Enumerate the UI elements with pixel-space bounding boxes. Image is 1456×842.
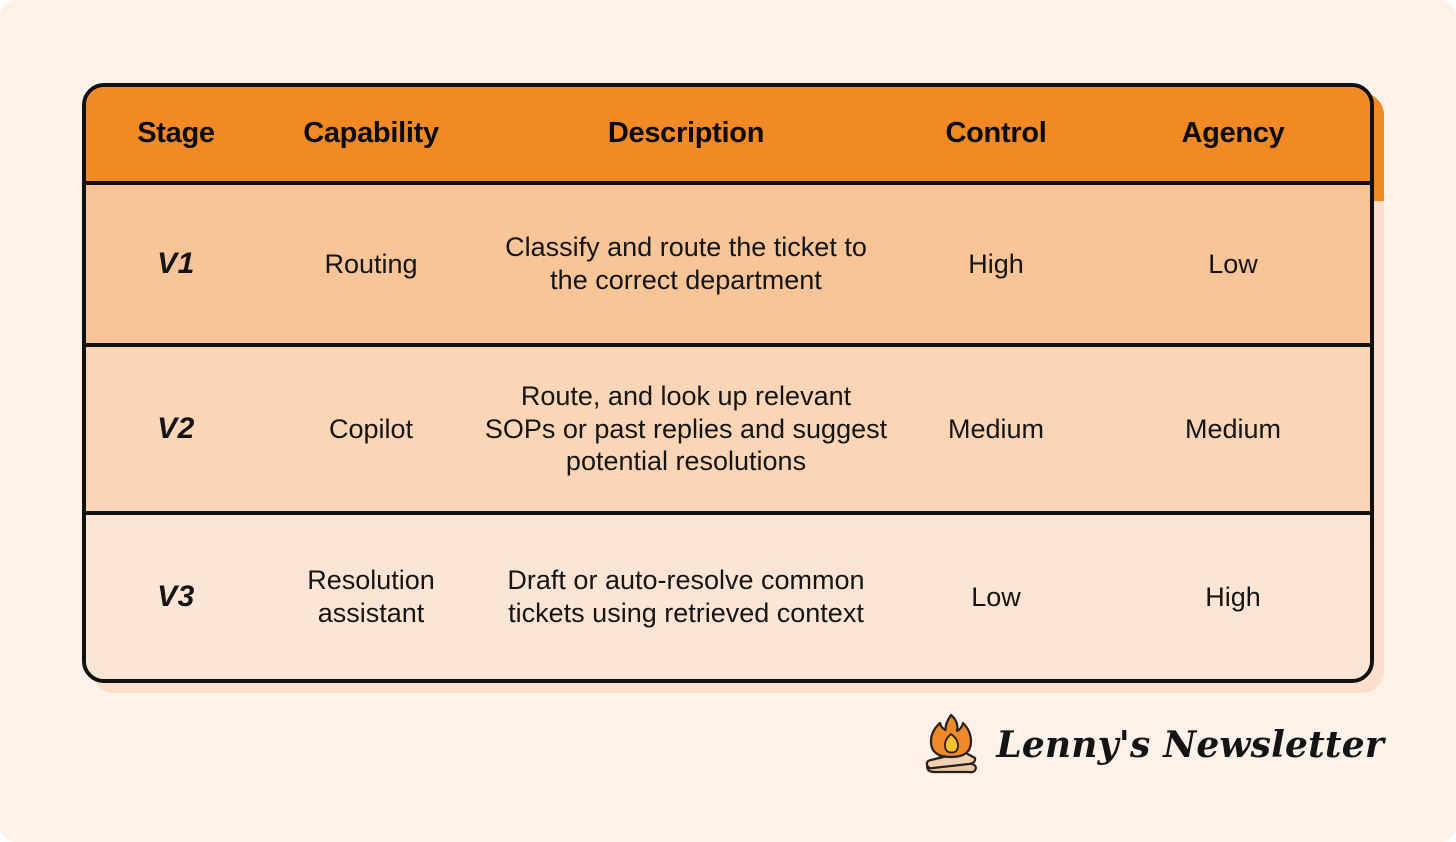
column-header-agency: Agency <box>1181 117 1285 150</box>
cell-control: Medium <box>947 413 1045 444</box>
column-header-control: Control <box>945 117 1047 150</box>
cell-agency: Medium <box>1184 413 1282 444</box>
comparison-table: Stage Capability Description Control Age… <box>82 83 1384 693</box>
campfire-icon <box>926 713 978 774</box>
cell-capability: Copilot <box>328 413 414 444</box>
column-header-description: Description <box>607 117 765 150</box>
table-row: V3 Resolution assistant Draft or auto-re… <box>86 515 1370 679</box>
cell-control: Low <box>971 581 1021 612</box>
cell-stage: V2 <box>157 411 195 445</box>
table-card: Stage Capability Description Control Age… <box>82 83 1374 683</box>
cell-control: High <box>968 248 1024 279</box>
cell-agency: High <box>1205 581 1261 612</box>
cell-description: Classify and route the ticket to the cor… <box>505 232 867 295</box>
brand-name: Lenny's Newsletter <box>996 724 1384 766</box>
cell-description: Draft or auto-resolve common tickets usi… <box>507 565 865 628</box>
brand-logo: Lenny's Newsletter <box>920 712 1384 778</box>
column-header-stage: Stage <box>137 117 215 150</box>
column-header-capability: Capability <box>303 117 439 150</box>
table-row: V1 Routing Classify and route the ticket… <box>86 185 1370 347</box>
cell-description: Route, and look up relevant SOPs or past… <box>484 380 888 477</box>
cell-agency: Low <box>1208 248 1258 279</box>
cell-stage: V3 <box>157 579 195 613</box>
cell-capability: Routing <box>324 248 418 279</box>
table-header-row: Stage Capability Description Control Age… <box>86 87 1370 185</box>
table-row: V2 Copilot Route, and look up relevant S… <box>86 347 1370 515</box>
cell-stage: V1 <box>157 246 195 280</box>
cell-capability: Resolution assistant <box>307 565 435 628</box>
